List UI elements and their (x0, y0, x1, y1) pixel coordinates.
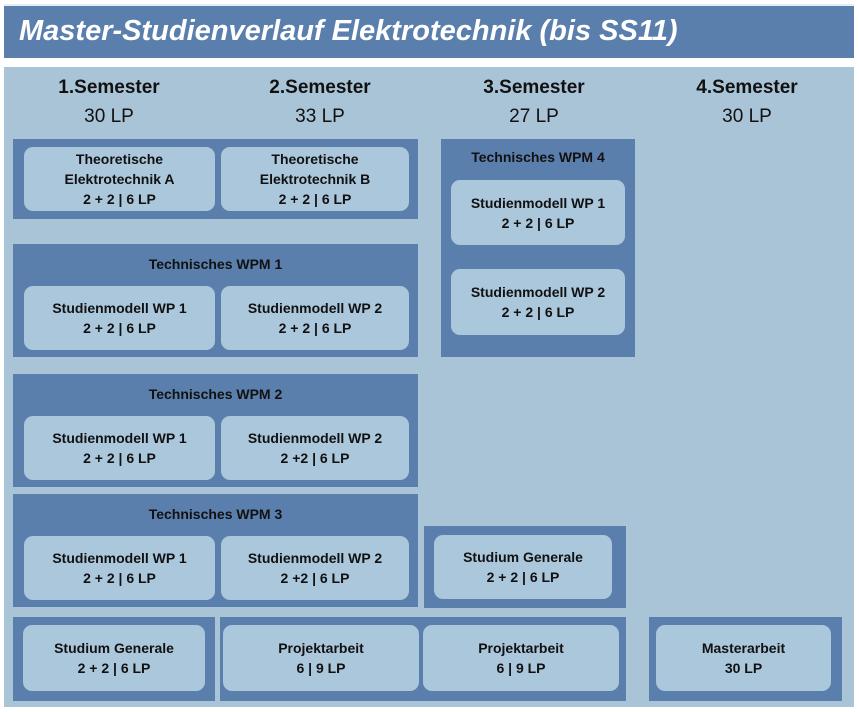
semester-1-name: 1.Semester (58, 77, 160, 98)
semester-3-header: 3.Semester 27 LP (434, 77, 634, 128)
theory-group: Theoretische Elektrotechnik A 2 + 2 | 6 … (13, 139, 418, 219)
module-projektarbeit-2-credits: 6 | 9 LP (496, 660, 546, 676)
module-wpm4-wp1-credits: 2 + 2 | 6 LP (501, 214, 575, 231)
module-projektarbeit-2: Projektarbeit 6 | 9 LP (423, 625, 619, 691)
module-theoretische-et-b: Theoretische Elektrotechnik B 2 + 2 | 6 … (221, 147, 409, 211)
semester-2-name: 2.Semester (269, 77, 371, 98)
semester-4-header: 4.Semester 30 LP (647, 77, 847, 128)
module-masterarbeit: Masterarbeit 30 LP (656, 625, 831, 691)
module-wpm1-wp1: Studienmodell WP 1 2 + 2 | 6 LP (24, 286, 215, 350)
module-wpm2-wp1: Studienmodell WP 1 2 + 2 | 6 LP (24, 416, 215, 480)
module-wpm1-wp2: Studienmodell WP 2 2 + 2 | 6 LP (221, 286, 409, 350)
module-studium-generale-sem3-name: Studium Generale (463, 549, 583, 565)
semester-2-lp: 33 LP (295, 106, 345, 127)
module-theoretische-et-b-line1: Theoretische (271, 151, 359, 167)
module-theoretische-et-a-credits: 2 + 2 | 6 LP (83, 191, 156, 207)
module-projektarbeit-1-name: Projektarbeit (278, 640, 364, 656)
group-wpm1: Technisches WPM 1 Studienmodell WP 1 2 +… (13, 244, 418, 357)
module-wpm2-wp2-name: Studienmodell WP 2 (247, 430, 383, 446)
module-wpm1-wp1-name: Studienmodell WP 1 (52, 300, 187, 316)
page-title: Master-Studienverlauf Elektrotechnik (bi… (4, 4, 854, 58)
module-studium-generale-sem1: Studium Generale 2 + 2 | 6 LP (23, 625, 205, 691)
module-wpm4-wp2-credits: 2 + 2 | 6 LP (501, 304, 575, 320)
module-wpm3-wp1-credits: 2 + 2 | 6 LP (83, 570, 156, 586)
module-wpm1-wp2-credits: 2 + 2 | 6 LP (278, 320, 352, 336)
semester-3-lp: 27 LP (509, 106, 559, 127)
module-projektarbeit-2-name: Projektarbeit (478, 640, 564, 656)
module-wpm4-wp1-name: Studienmodell WP 1 (470, 194, 606, 211)
module-masterarbeit-name: Masterarbeit (701, 640, 786, 656)
module-studium-generale-sem3-credits: 2 + 2 | 6 LP (486, 569, 560, 585)
module-theoretische-et-a-line2: Elektrotechnik A (64, 171, 175, 187)
group-projektarbeit: Projektarbeit 6 | 9 LP Projektarbeit 6 |… (220, 617, 626, 701)
semester-4-name: 4.Semester (696, 77, 798, 98)
group-masterarbeit: Masterarbeit 30 LP (649, 617, 842, 701)
module-wpm1-wp1-credits: 2 + 2 | 6 LP (83, 320, 156, 336)
semester-1-lp: 30 LP (84, 106, 134, 127)
semester-4-lp: 30 LP (722, 106, 772, 127)
module-wpm2-wp1-credits: 2 + 2 | 6 LP (83, 450, 156, 466)
group-wpm4: Technisches WPM 4 Studienmodell WP 1 2 +… (441, 139, 635, 357)
group-studium-generale-sem3: Studium Generale 2 + 2 | 6 LP (424, 526, 626, 608)
module-theoretische-et-b-credits: 2 + 2 | 6 LP (278, 191, 352, 207)
module-wpm4-wp1: Studienmodell WP 1 2 + 2 | 6 LP (451, 180, 625, 245)
module-wpm3-wp2-credits: 2 +2 | 6 LP (280, 570, 350, 586)
module-wpm4-wp2: Studienmodell WP 2 2 + 2 | 6 LP (451, 269, 625, 335)
module-wpm4-wp2-name: Studienmodell WP 2 (470, 284, 606, 300)
study-plan-canvas: 1.Semester 30 LP 2.Semester 33 LP 3.Seme… (4, 67, 854, 707)
group-wpm4-title: Technisches WPM 4 (471, 149, 605, 165)
group-wpm2-title: Technisches WPM 2 (148, 386, 283, 402)
module-studium-generale-sem1-credits: 2 + 2 | 6 LP (77, 660, 151, 676)
group-wpm3: Technisches WPM 3 Studienmodell WP 1 2 +… (13, 494, 418, 607)
group-wpm2: Technisches WPM 2 Studienmodell WP 1 2 +… (13, 374, 418, 487)
semester-3-name: 3.Semester (483, 77, 585, 98)
module-wpm3-wp2: Studienmodell WP 2 2 +2 | 6 LP (221, 536, 409, 600)
module-wpm3-wp2-name: Studienmodell WP 2 (247, 550, 383, 566)
module-theoretische-et-b-line2: Elektrotechnik B (259, 171, 371, 187)
module-projektarbeit-1: Projektarbeit 6 | 9 LP (223, 625, 419, 691)
module-wpm3-wp1: Studienmodell WP 1 2 + 2 | 6 LP (24, 536, 215, 600)
module-studium-generale-sem1-name: Studium Generale (54, 640, 174, 656)
module-wpm3-wp1-name: Studienmodell WP 1 (52, 550, 187, 566)
module-projektarbeit-1-credits: 6 | 9 LP (296, 660, 346, 676)
group-wpm3-title: Technisches WPM 3 (148, 506, 283, 522)
module-masterarbeit-credits: 30 LP (724, 660, 763, 676)
module-wpm2-wp1-name: Studienmodell WP 1 (52, 430, 187, 446)
group-studium-generale-sem1: Studium Generale 2 + 2 | 6 LP (13, 617, 215, 701)
module-studium-generale-sem3: Studium Generale 2 + 2 | 6 LP (434, 535, 612, 599)
module-wpm2-wp2: Studienmodell WP 2 2 +2 | 6 LP (221, 416, 409, 480)
group-wpm1-title: Technisches WPM 1 (148, 256, 283, 272)
module-theoretische-et-a: Theoretische Elektrotechnik A 2 + 2 | 6 … (24, 147, 215, 211)
module-wpm1-wp2-name: Studienmodell WP 2 (247, 300, 383, 316)
semester-2-header: 2.Semester 33 LP (220, 77, 420, 128)
semester-1-header: 1.Semester 30 LP (9, 77, 209, 128)
module-theoretische-et-a-line1: Theoretische (75, 151, 164, 167)
module-wpm2-wp2-credits: 2 +2 | 6 LP (280, 450, 350, 466)
